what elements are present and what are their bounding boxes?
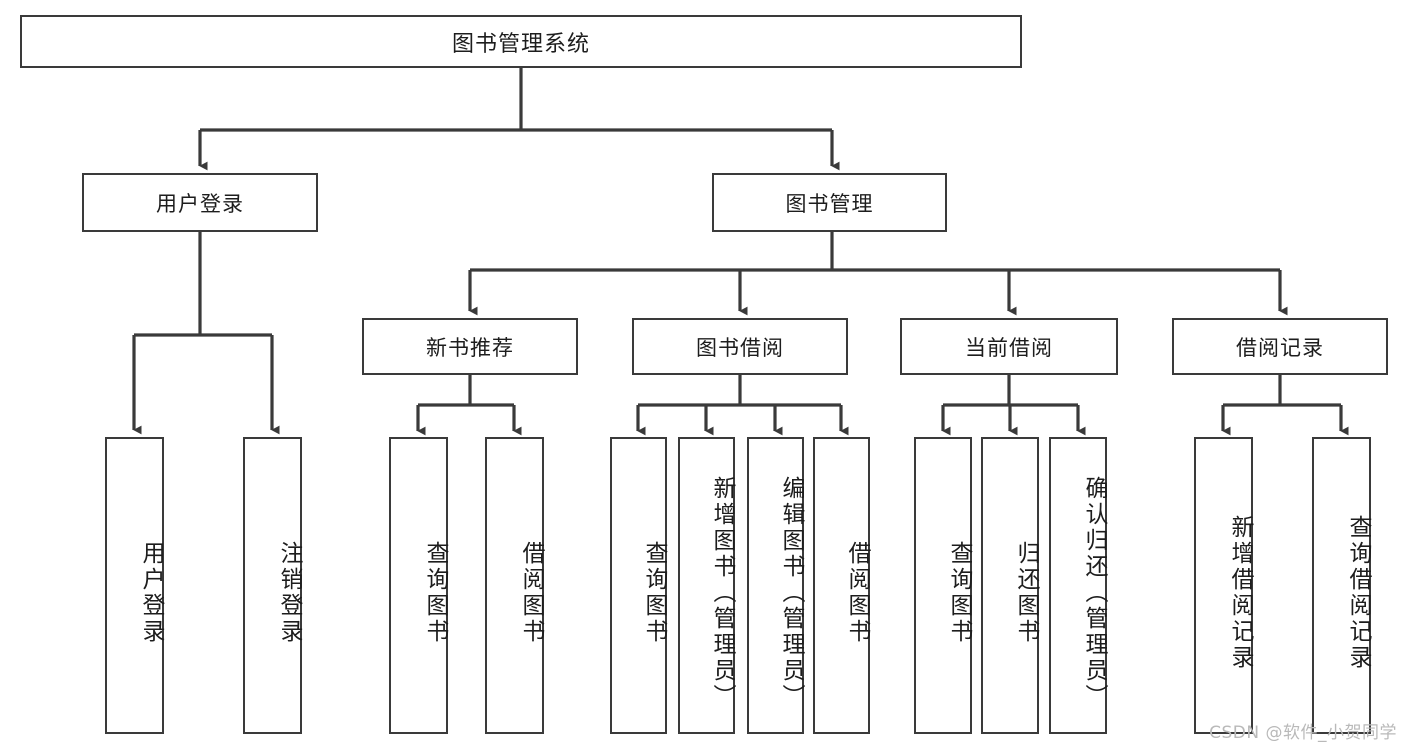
node-new-book-recommend[interactable]: 新书推荐: [362, 318, 578, 375]
leaf-borrow-book-rec[interactable]: 借阅图书: [485, 437, 544, 734]
csdn-watermark: CSDN @软件_小贺同学: [1209, 723, 1397, 743]
node-book-manage[interactable]: 图书管理: [712, 173, 947, 232]
leaf-query-book-borrow[interactable]: 查询图书: [610, 437, 667, 734]
leaf-confirm-return-admin-label: 确认归还（管理员）: [1081, 475, 1107, 710]
leaf-logout-label: 注销登录: [276, 540, 302, 645]
leaf-borrow-book[interactable]: 借阅图书: [813, 437, 870, 734]
leaf-query-book-current[interactable]: 查询图书: [914, 437, 972, 734]
node-root[interactable]: 图书管理系统: [20, 15, 1022, 68]
leaf-user-login[interactable]: 用户登录: [105, 437, 164, 734]
leaf-confirm-return-admin[interactable]: 确认归还（管理员）: [1049, 437, 1107, 734]
leaf-query-book-rec-label: 查询图书: [422, 540, 448, 645]
leaf-borrow-book-label: 借阅图书: [844, 540, 870, 645]
leaf-add-book-admin-label: 新增图书（管理员）: [709, 475, 735, 710]
leaf-query-borrow-record-label: 查询借阅记录: [1345, 514, 1371, 671]
node-borrow-record[interactable]: 借阅记录: [1172, 318, 1388, 375]
leaf-add-book-admin[interactable]: 新增图书（管理员）: [678, 437, 735, 734]
leaf-user-login-label: 用户登录: [138, 540, 164, 645]
leaf-query-borrow-record[interactable]: 查询借阅记录: [1312, 437, 1371, 734]
leaf-add-borrow-record[interactable]: 新增借阅记录: [1194, 437, 1253, 734]
leaf-query-book-borrow-label: 查询图书: [641, 540, 667, 645]
leaf-return-book-label: 归还图书: [1013, 540, 1039, 645]
node-book-manage-label: 图书管理: [785, 191, 874, 216]
leaf-logout[interactable]: 注销登录: [243, 437, 302, 734]
node-root-label: 图书管理系统: [451, 31, 590, 57]
node-user-login[interactable]: 用户登录: [82, 173, 318, 232]
node-current-borrow[interactable]: 当前借阅: [900, 318, 1118, 375]
node-current-borrow-label: 当前借阅: [965, 335, 1053, 360]
leaf-borrow-book-rec-label: 借阅图书: [518, 540, 544, 645]
node-borrow-record-label: 借阅记录: [1236, 335, 1324, 360]
leaf-edit-book-admin[interactable]: 编辑图书（管理员）: [747, 437, 804, 734]
leaf-query-book-rec[interactable]: 查询图书: [389, 437, 448, 734]
leaf-edit-book-admin-label: 编辑图书（管理员）: [778, 475, 804, 710]
node-new-book-recommend-label: 新书推荐: [426, 335, 514, 360]
leaf-return-book[interactable]: 归还图书: [981, 437, 1039, 734]
node-user-login-label: 用户登录: [156, 191, 244, 216]
node-book-borrow-label: 图书借阅: [696, 335, 784, 360]
leaf-query-book-current-label: 查询图书: [946, 540, 972, 645]
leaf-add-borrow-record-label: 新增借阅记录: [1227, 514, 1253, 671]
node-book-borrow[interactable]: 图书借阅: [632, 318, 848, 375]
